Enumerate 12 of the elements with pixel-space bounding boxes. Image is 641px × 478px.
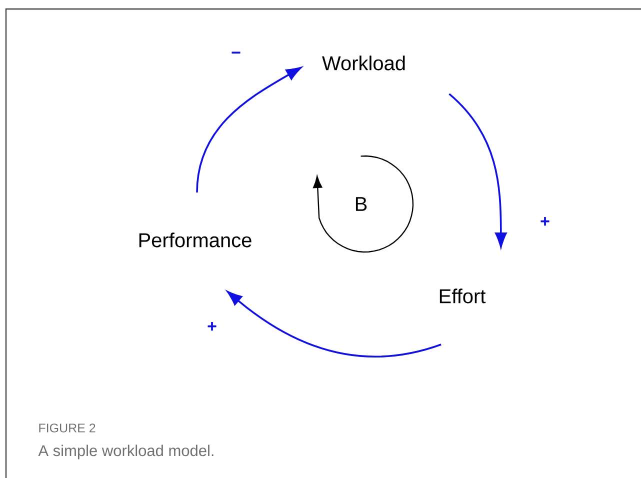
arrow <box>448 93 507 248</box>
variable-label: Effort <box>440 288 486 304</box>
arrow <box>227 291 442 358</box>
polarity-sign: + <box>208 322 216 331</box>
polarity-sign: + <box>540 217 550 226</box>
caption: A simple workload model. <box>38 444 214 460</box>
variable-label: Workload <box>322 56 405 70</box>
arrow <box>196 67 302 193</box>
polarity-sign: − <box>232 52 240 54</box>
figure-number: FIGURE 2 <box>39 424 96 432</box>
variable-label: Performance <box>139 232 252 248</box>
loop-label: B <box>356 197 367 211</box>
